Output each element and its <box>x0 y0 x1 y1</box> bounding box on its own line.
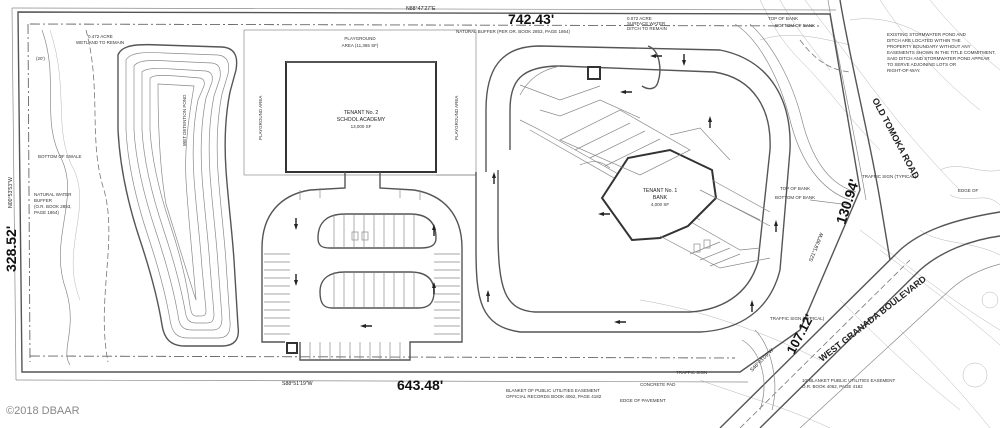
traffic-sign-label: TRAFFIC SIGN <box>676 370 707 375</box>
road-edges <box>719 0 1000 428</box>
existing-pond-note-line-7: RIGHT-OF-WAY. <box>887 68 920 73</box>
school-area <box>243 29 477 176</box>
existing-pond-note-line-1: EXISTING STORMWATER POND AND <box>887 32 967 37</box>
blanket-easement-right-line-1: 10' BLANKET PUBLIC UTILITIES EASEMENT <box>802 378 896 383</box>
blanket-easement-note: BLANKET OF PUBLIC UTILITIES EASEMENT OFF… <box>506 388 602 399</box>
surface-water-note-1: 0.072 ACRE <box>627 16 652 21</box>
tenant1-name: TENANT No. 1 <box>643 188 678 194</box>
bottom-length: 643.48' <box>397 377 443 393</box>
right-upper-bearing: S21°18'39"W <box>808 232 825 263</box>
existing-pond-note-line-4: EASEMENTS SHOWN IN THE TITLE COMMITMENT, <box>887 50 996 55</box>
playground-left-label: PLAYGROUND AREA <box>258 96 263 140</box>
playground-top-label-2: AREA (11,365 SF) <box>342 43 379 48</box>
surface-water-note-2: SURFACE WATER <box>627 21 666 26</box>
natural-water-line-1: NATURAL WATER <box>34 192 72 197</box>
existing-pond-note-line-3: PROPERTY BOUNDARY WITHOUT ANY <box>887 44 971 49</box>
tenant2-name: TENANT No. 2 <box>344 110 379 116</box>
blanket-easement-line-1: BLANKET OF PUBLIC UTILITIES EASEMENT <box>506 388 600 393</box>
tenant1-use: BANK <box>653 195 668 201</box>
traffic-sign-typical-upper: TRAFFIC SIGN (TYPICAL) <box>862 174 917 179</box>
copyright-watermark: ©2018 DBAAR <box>6 405 80 417</box>
blanket-easement-line-2: OFFICIAL RECORDS BOOK 4062, PAGE 4182 <box>506 394 602 399</box>
tenant2-area: 13,000 SF <box>351 124 372 129</box>
top-of-bank-label-2: TOP OF BANK <box>780 186 810 191</box>
road-name-west-granada: WEST GRANADA BOULEVARD <box>817 274 928 364</box>
left-small-dim: (20') <box>36 56 45 61</box>
surface-water-note-3: DITCH TO REMAIN <box>627 26 667 31</box>
playground-right-label: PLAYGROUND AREA <box>454 96 459 140</box>
school-parking <box>261 172 463 361</box>
edge-of-right-label: EDGE OF <box>958 188 979 193</box>
top-of-bank-label: TOP OF BANK <box>768 16 798 21</box>
existing-pond-note: EXISTING STORMWATER POND AND DITCH ARE L… <box>887 32 996 73</box>
property-boundary <box>11 7 861 383</box>
road-name-old-tomoka: OLD TOMOKA ROAD <box>870 96 921 181</box>
top-bearing: N88°47'27"E <box>406 6 436 12</box>
parking-stripes <box>264 188 460 360</box>
bank-area <box>519 66 771 269</box>
tenant2-use: SCHOOL ACADEMY <box>337 117 386 123</box>
existing-pond-note-line-6: TO SERVE ADJOINING LOTS OR <box>887 62 957 67</box>
left-length: 328.52' <box>3 226 19 272</box>
natural-water-line-4: PAGE 1864) <box>34 210 59 215</box>
bottom-bearing: S88°51'19"W <box>282 381 313 387</box>
right-upper-length: 130.94' <box>833 177 862 226</box>
natural-water-line-3: (O.R. BOOK 2853, <box>34 204 72 209</box>
blanket-easement-right-line-2: O.R. BOOK 4062, PAGE 4182 <box>802 384 863 389</box>
accessible-stalls <box>351 231 711 253</box>
edge-of-pavement-label: EDGE OF PAVEMENT <box>620 398 666 403</box>
bottom-of-bank-label-top: BOTTOM OF BANK <box>775 23 815 28</box>
traffic-arrows <box>294 54 778 328</box>
traffic-sign-typical: TRAFFIC SIGN (TYPICAL) <box>770 316 825 321</box>
playground-top-label-1: PLAYGROUND <box>344 36 376 41</box>
tenant1-area: 4,000 SF <box>651 202 670 207</box>
right-background-linework <box>639 0 1000 428</box>
natural-water-line-2: BUFFER <box>34 198 53 203</box>
natural-water-buffer-note: NATURAL WATER BUFFER (O.R. BOOK 2853, PA… <box>34 192 72 215</box>
wetland-edge <box>41 29 110 366</box>
blanket-easement-right-note: 10' BLANKET PUBLIC UTILITIES EASEMENT O.… <box>802 378 896 389</box>
bottom-of-bank-label: BOTTOM OF BANK <box>775 195 815 200</box>
stormwater-ditch <box>734 23 857 411</box>
concrete-pad-label: CONCRETE PAD <box>640 382 676 387</box>
natural-buffer-note: NATURAL BUFFER (PER OR. BOOK 2853, PAGE … <box>456 29 570 34</box>
existing-pond-note-line-2: DITCH ARE LOCATED WITHIN THE <box>887 38 961 43</box>
existing-pond-note-line-5: SAID DITCH AND STORMWATER POND APPEAR <box>887 56 990 61</box>
pond-label: WET DETENTION POND <box>182 94 187 146</box>
left-bearing: N00°53'53"W <box>8 177 14 208</box>
detention-pond <box>117 43 240 347</box>
top-length: 742.43' <box>508 11 554 27</box>
wetland-note-2: WETLAND TO REMAIN <box>76 40 124 45</box>
bottom-of-swale-label: BOTTOM OF SWALE <box>38 154 82 159</box>
wetland-note-1: 0.472 ACRE <box>88 34 113 39</box>
